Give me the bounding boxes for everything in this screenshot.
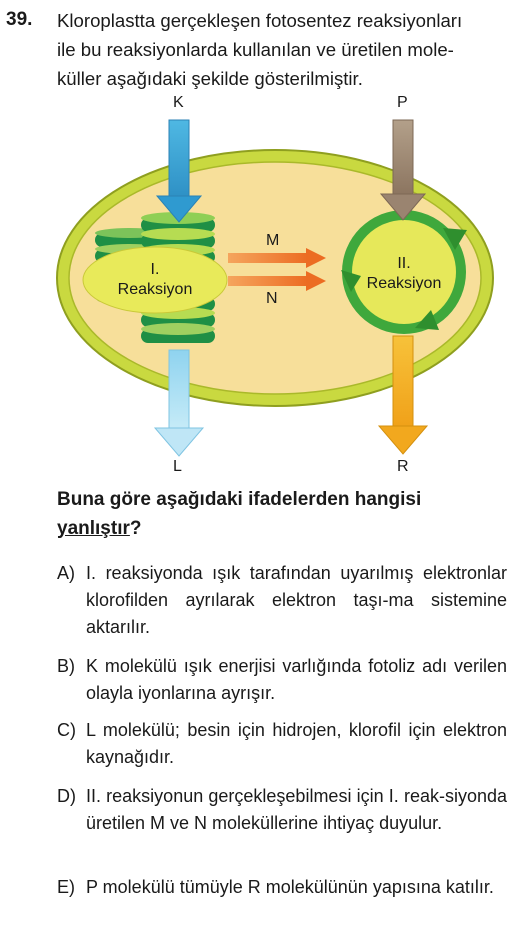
prompt-line-2: yanlıştır? <box>57 514 507 543</box>
reaction-2-cycle <box>341 210 467 334</box>
reaction-1-line-2: Reaksiyon <box>117 281 193 298</box>
question-prompt: Buna göre aşağıdaki ifadelerden hangisi … <box>57 485 507 543</box>
chloroplast-figure: K P L R M N I. Reaksiyon II. Reaksiyon <box>55 92 495 487</box>
arrow-K <box>155 119 203 223</box>
reaction-2-line-2: Reaksiyon <box>366 275 442 292</box>
reaction-1-disc <box>82 246 228 314</box>
reaction-1-label: I. Reaksiyon <box>83 260 227 300</box>
option-e-key: E) <box>57 877 75 897</box>
stem-line-1: Kloroplastta gerçekleşen fotosentez reak… <box>57 10 463 31</box>
option-b-key: B) <box>57 656 75 676</box>
stem-line-3: küller aşağıdaki şekilde gösterilmiştir. <box>57 68 363 89</box>
arrow-P <box>379 119 427 221</box>
reaction-2-line-1: II. <box>397 255 411 272</box>
option-d-text: II. reaksiyonun gerçekleşebilmesi için I… <box>86 786 507 833</box>
option-a-text: I. reaksiyonda ışık tarafından uyarılmış… <box>86 563 507 637</box>
label-M: M <box>266 232 280 249</box>
label-L: L <box>173 458 182 475</box>
label-R: R <box>397 458 409 475</box>
reaction-2-label: II. Reaksiyon <box>349 254 459 294</box>
reaction-1-line-1: I. <box>150 261 160 278</box>
granum-stack <box>82 212 228 343</box>
arrow-M <box>228 248 326 268</box>
question-number: 39. <box>6 9 33 30</box>
option-e-text: P molekülü tümüyle R molekülünün yapısın… <box>86 877 494 897</box>
question-stem: Kloroplastta gerçekleşen fotosentez reak… <box>57 6 507 93</box>
option-b-text: K molekülü ışık enerjisi varlığında foto… <box>86 656 507 703</box>
arrow-L <box>153 349 205 457</box>
option-a[interactable]: A) I. reaksiyonda ışık tarafından uyarıl… <box>57 560 507 641</box>
label-K: K <box>173 94 184 111</box>
option-a-key: A) <box>57 563 75 583</box>
option-d-key: D) <box>57 786 76 806</box>
prompt-underlined-word: yanlıştır <box>57 518 130 539</box>
prompt-line-1: Buna göre aşağıdaki ifadelerden hangisi <box>57 489 422 510</box>
label-N: N <box>266 290 278 307</box>
option-b[interactable]: B) K molekülü ışık enerjisi varlığında f… <box>57 653 507 707</box>
option-c-key: C) <box>57 720 76 740</box>
arrow-R <box>377 335 429 455</box>
chloroplast-diagram <box>56 119 494 457</box>
stem-line-2: ile bu reaksiyonlarda kullanılan ve üret… <box>57 39 454 60</box>
option-e[interactable]: E) P molekülü tümüyle R molekülünün yapı… <box>57 874 507 901</box>
label-P: P <box>397 94 408 111</box>
option-d[interactable]: D) II. reaksiyonun gerçekleşebilmesi içi… <box>57 783 507 837</box>
prompt-question-mark: ? <box>129 518 142 539</box>
option-c-text: L molekülü; besin için hidrojen, klorofi… <box>86 720 507 767</box>
arrow-N <box>228 271 326 291</box>
option-c[interactable]: C) L molekülü; besin için hidrojen, klor… <box>57 717 507 771</box>
